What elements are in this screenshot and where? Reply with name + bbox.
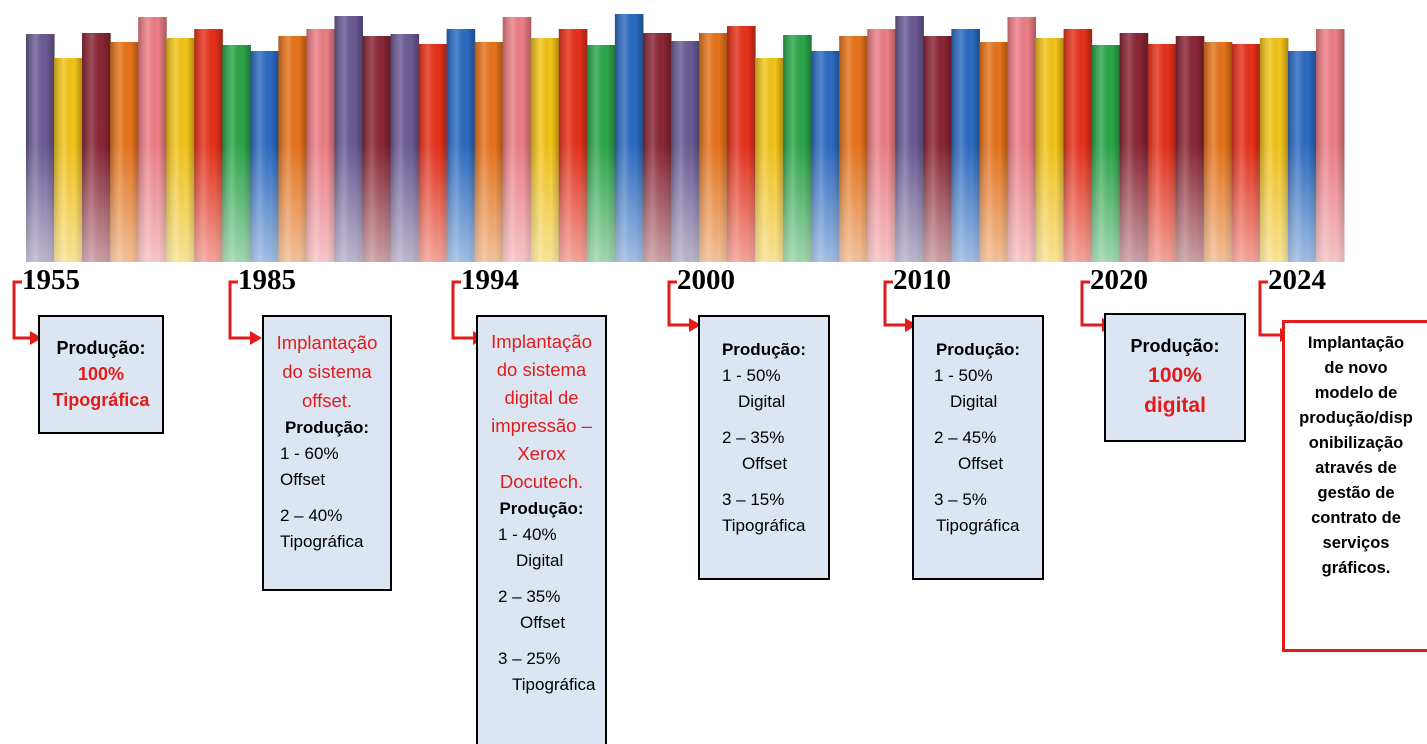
item-type: Offset bbox=[520, 613, 566, 632]
item-percent: 3 – 15% bbox=[722, 490, 785, 509]
description-line: Implantação bbox=[1307, 334, 1405, 352]
intro-line: do sistema bbox=[496, 359, 587, 380]
item-percent: 1 - 50% bbox=[934, 366, 993, 385]
production-heading: Produção: bbox=[721, 340, 807, 359]
year-label-2000: 2000 bbox=[677, 264, 735, 296]
item-type: Digital bbox=[516, 551, 564, 570]
production-item: 3 – 5% Tipográfica bbox=[914, 487, 1042, 539]
item-type: Tipográfica bbox=[722, 516, 806, 535]
intro-line: Implantação bbox=[276, 332, 378, 353]
production-heading: Produção: bbox=[499, 499, 584, 518]
info-box-2010: Produção: 1 - 50% Digital 2 – 45% Offset… bbox=[912, 315, 1044, 580]
production-item: 3 – 15% Tipográfica bbox=[700, 487, 828, 539]
intro-line: Implantação bbox=[491, 331, 592, 352]
info-box-1955: Produção: 100% Tipográfica bbox=[38, 315, 164, 434]
description-line: modelo de bbox=[1314, 384, 1398, 402]
item-percent: 3 – 5% bbox=[934, 490, 987, 509]
item-type: Digital bbox=[950, 392, 998, 411]
arrow-icon bbox=[883, 280, 917, 332]
info-box-2024: Implantação de novo modelo de produção/d… bbox=[1282, 320, 1427, 652]
production-item: 1 - 40% Digital bbox=[478, 522, 605, 574]
item-percent: 2 – 45% bbox=[934, 428, 997, 447]
intro-line: Xerox bbox=[517, 443, 566, 464]
books-banner-image bbox=[26, 0, 1345, 262]
intro-line: do sistema bbox=[282, 361, 372, 382]
intro-line: Docutech. bbox=[499, 471, 584, 492]
production-type: Tipográfica bbox=[52, 390, 150, 410]
year-label-2020: 2020 bbox=[1090, 264, 1148, 296]
production-item: 1 - 50% Digital bbox=[914, 363, 1042, 415]
item-type: Tipográfica bbox=[512, 675, 596, 694]
description-line: através de bbox=[1315, 459, 1397, 477]
arrow-icon bbox=[12, 280, 42, 345]
production-item: 1 - 60% Offset bbox=[264, 441, 390, 493]
item-type: Tipográfica bbox=[936, 516, 1020, 535]
year-label-1985: 1985 bbox=[238, 264, 296, 296]
production-item: 2 – 35% Offset bbox=[700, 425, 828, 477]
production-item: 2 – 45% Offset bbox=[914, 425, 1042, 477]
description-line: serviços bbox=[1322, 534, 1390, 552]
arrow-icon bbox=[667, 280, 701, 332]
item-percent: 2 – 35% bbox=[498, 587, 561, 606]
intro-line: digital de bbox=[504, 387, 579, 408]
production-heading: Produção: bbox=[1130, 336, 1220, 356]
production-heading: Produção: bbox=[56, 338, 146, 358]
production-heading: Produção: bbox=[935, 340, 1021, 359]
info-box-1985: Implantação do sistema offset. Produção:… bbox=[262, 315, 392, 591]
item-type: Tipográfica bbox=[280, 532, 364, 551]
intro-line: impressão – bbox=[491, 415, 592, 436]
banner-fade bbox=[26, 0, 1345, 262]
description-line: gestão de bbox=[1317, 484, 1395, 502]
item-percent: 3 – 25% bbox=[498, 649, 561, 668]
description-line: produção/disp bbox=[1299, 409, 1413, 427]
item-type: Offset bbox=[280, 470, 326, 489]
item-percent: 2 – 40% bbox=[280, 506, 343, 525]
info-box-1994: Implantação do sistema digital de impres… bbox=[476, 315, 607, 744]
production-heading: Produção: bbox=[284, 418, 370, 437]
production-item: 1 - 50% Digital bbox=[700, 363, 828, 415]
description-line: de novo bbox=[1324, 359, 1388, 377]
year-label-2010: 2010 bbox=[893, 264, 951, 296]
item-type: Offset bbox=[742, 454, 788, 473]
production-item: 2 – 40% Tipográfica bbox=[264, 503, 390, 555]
production-item: 2 – 35% Offset bbox=[478, 584, 605, 636]
description-line: onibilização bbox=[1308, 434, 1404, 452]
year-label-1955: 1955 bbox=[22, 264, 80, 296]
arrow-icon bbox=[228, 280, 262, 345]
item-type: Offset bbox=[958, 454, 1004, 473]
info-box-2020: Produção: 100% digital bbox=[1104, 313, 1246, 442]
item-percent: 1 - 40% bbox=[498, 525, 557, 544]
production-type: digital bbox=[1144, 394, 1206, 417]
year-label-2024: 2024 bbox=[1268, 264, 1326, 296]
description-line: gráficos. bbox=[1321, 559, 1391, 577]
description-line: contrato de bbox=[1311, 509, 1401, 527]
production-value: 100% bbox=[1148, 364, 1202, 387]
intro-line: offset. bbox=[301, 390, 353, 411]
item-percent: 1 - 50% bbox=[722, 366, 781, 385]
production-item: 3 – 25% Tipográfica bbox=[478, 646, 605, 698]
item-percent: 1 - 60% bbox=[280, 444, 339, 463]
production-value: 100% bbox=[77, 364, 125, 384]
info-box-2000: Produção: 1 - 50% Digital 2 – 35% Offset… bbox=[698, 315, 830, 580]
item-percent: 2 – 35% bbox=[722, 428, 785, 447]
item-type: Digital bbox=[738, 392, 786, 411]
year-label-1994: 1994 bbox=[461, 264, 519, 296]
